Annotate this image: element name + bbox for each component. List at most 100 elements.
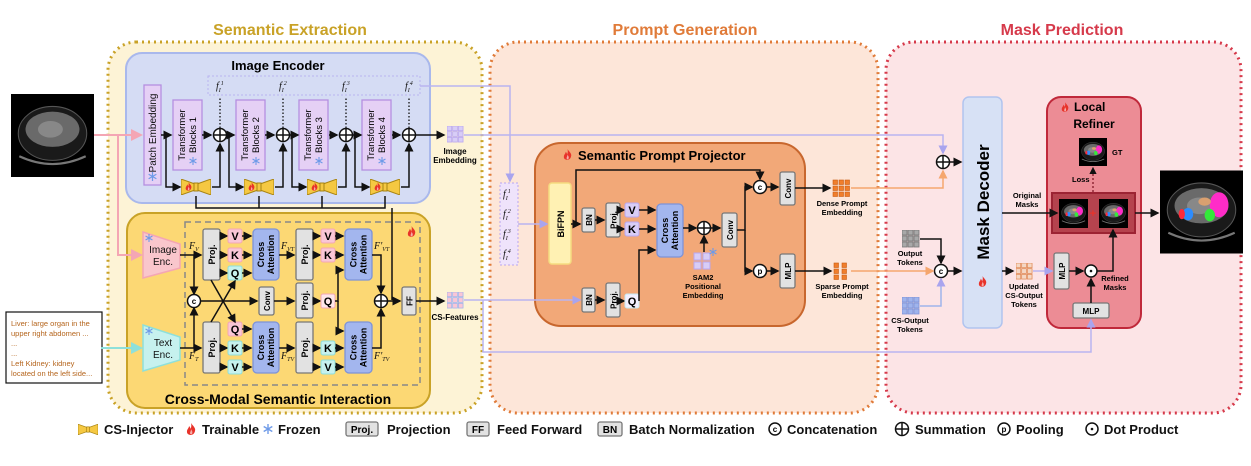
- mask-decoder-label: Mask Decoder: [974, 144, 993, 260]
- legend: CS-Injector Trainable Frozen Proj. Proje…: [78, 421, 1179, 437]
- conv-box-label: Conv: [726, 219, 735, 240]
- output-segmentation-image: [1160, 171, 1243, 254]
- output-tokens: Output Tokens: [897, 230, 923, 267]
- legend-cs-injector: CS-Injector: [104, 422, 173, 437]
- panel-title-mask-prediction: Mask Prediction: [1001, 22, 1124, 39]
- sam2-label: Positional: [685, 282, 721, 291]
- output-tokens-icon: [902, 230, 920, 248]
- mask-decoder: Mask Decoder: [962, 96, 1003, 329]
- legend-concatenation: Concatenation: [787, 422, 877, 437]
- cross-modal-title: Cross-Modal Semantic Interaction: [165, 391, 391, 407]
- legend-frozen: Frozen: [278, 422, 321, 437]
- sam2-label: Embedding: [683, 291, 724, 300]
- arrow: [335, 301, 345, 336]
- text-enc: Text Enc.: [142, 323, 181, 373]
- bn-box-label: BN: [585, 214, 594, 226]
- text-enc-label: Enc.: [153, 350, 173, 361]
- query-token: Q: [227, 265, 243, 281]
- summation-icon: [935, 154, 951, 170]
- transformer-block-label: Transformer: [177, 109, 188, 160]
- value-token-label: V: [231, 231, 239, 243]
- image-enc-label: Enc.: [153, 257, 173, 268]
- query-token: Q: [624, 293, 640, 309]
- local-refiner: Local Refiner GT Loss + MLP MLP Refined …: [1046, 96, 1142, 329]
- query-token-label: Q: [324, 296, 333, 308]
- summation-icon: [373, 293, 389, 309]
- value-token: V: [320, 228, 336, 244]
- query-token: Q: [227, 321, 243, 337]
- feature-column-frame: [499, 182, 519, 266]
- key-token-label: K: [324, 343, 332, 355]
- spp-title: Semantic Prompt Projector: [578, 148, 746, 163]
- sparse-label: Sparse Prompt: [815, 282, 869, 291]
- arrow: [737, 182, 754, 231]
- transformer-block-label: Transformer: [240, 109, 251, 160]
- feature-labels: fI1 fI2 fI3 fI4: [216, 80, 413, 94]
- summation-icon: [212, 127, 228, 143]
- transformer-block-label: Blocks 1: [188, 117, 199, 153]
- legend-summation: Summation: [915, 422, 986, 437]
- arrow: [575, 169, 765, 224]
- arrow: [372, 254, 386, 295]
- conv-box: Conv: [779, 171, 796, 206]
- image-embedding-label: Image: [443, 147, 467, 156]
- panel-title-prompt-generation: Prompt Generation: [613, 22, 758, 39]
- cs-injector-icon: [78, 424, 98, 435]
- image-encoder-title: Image Encoder: [231, 58, 324, 73]
- sam2-label: SAM2: [693, 273, 714, 282]
- snowflake-icon: [263, 424, 273, 434]
- query-token-label: Q: [628, 296, 637, 308]
- pool-symbol-label: p: [1002, 425, 1007, 434]
- gt-mask-image: [1079, 138, 1107, 166]
- flame-icon: [186, 423, 196, 435]
- ff-box: FF: [401, 286, 417, 316]
- dense-prompt-embedding: Dense Prompt Embedding: [817, 179, 868, 217]
- feature-f3: fI3: [342, 81, 350, 94]
- bn-box: BN: [581, 207, 596, 233]
- cross-modal-dashed-region: [184, 221, 421, 386]
- sum-icon: [894, 421, 910, 437]
- transformer-block-label: Blocks 2: [251, 117, 262, 153]
- concat-icon-label: c: [192, 297, 197, 306]
- proj-box: Proj.: [295, 321, 314, 374]
- refined-masks-label: Refined: [1101, 274, 1129, 283]
- feature-f2: fI2: [279, 81, 287, 94]
- bifpn: BiFPN: [548, 182, 572, 265]
- transformer-block-label: Transformer: [303, 109, 314, 160]
- semantic-prompt-projector: fI1 fI2 fI3 fI4 Semantic Prompt Projecto…: [499, 142, 869, 327]
- dense-label: Dense Prompt: [817, 199, 868, 208]
- pool-icon: [997, 422, 1011, 436]
- label-f-tv-prime: F'TV: [373, 351, 391, 363]
- key-token: K: [227, 247, 243, 263]
- connectors: [94, 85, 1160, 354]
- summation-icon: [696, 220, 712, 236]
- arrow: [638, 245, 657, 301]
- transformer-block-label: Blocks 3: [314, 117, 325, 153]
- label-f-t: FT: [188, 351, 199, 363]
- conv-box-label: Conv: [784, 178, 793, 199]
- loss-label: Loss: [1072, 175, 1090, 184]
- proj-box-label: Proj.: [300, 244, 310, 264]
- proj-box: Proj.: [295, 228, 314, 281]
- updated-tokens-label: Tokens: [1011, 300, 1037, 309]
- proj-box-label: Proj.: [207, 244, 217, 264]
- cross-attention-block-label: Attention: [359, 328, 369, 368]
- text-prompt-line: Liver: large organ in the: [11, 319, 90, 328]
- proj-symbol-label: Proj.: [351, 425, 373, 436]
- concat-icon: c: [186, 293, 202, 309]
- transformer-block-label: Blocks 4: [377, 117, 388, 153]
- query-token-label: Q: [231, 324, 240, 336]
- output-tokens-label: Tokens: [897, 258, 923, 267]
- pool-icon: p: [752, 263, 768, 279]
- conv-box: Conv: [258, 286, 275, 316]
- proj-box: Proj.: [202, 228, 221, 281]
- cs-output-tokens: CS-Output Tokens: [891, 297, 929, 334]
- arrow: [744, 230, 754, 276]
- key-token: K: [624, 221, 640, 237]
- updated-tokens-label: CS-Output: [1005, 291, 1043, 300]
- pool-icon-label: p: [758, 267, 763, 276]
- plus-icon: +: [1090, 208, 1096, 220]
